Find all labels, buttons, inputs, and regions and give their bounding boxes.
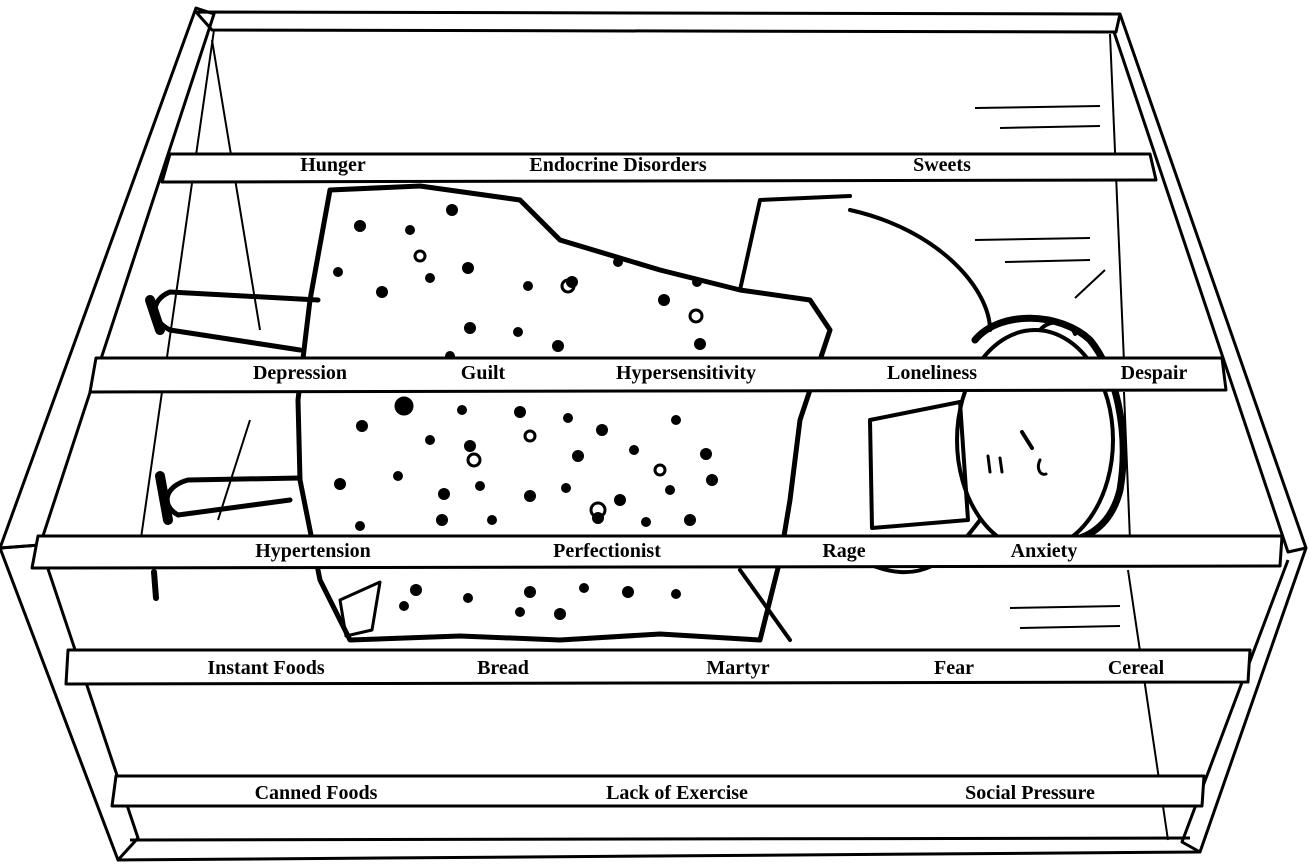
label-bread: Bread <box>477 657 529 679</box>
label-fear: Fear <box>934 657 974 679</box>
crate-frame <box>0 8 1306 860</box>
label-endocrine-disorders: Endocrine Disorders <box>529 154 706 176</box>
label-hypersensitivity: Hypersensitivity <box>616 362 756 384</box>
label-martyr: Martyr <box>706 657 769 679</box>
child-figure <box>150 186 1123 640</box>
slat-labels: Hunger Endocrine Disorders Sweets Depres… <box>207 154 1187 804</box>
label-perfectionist: Perfectionist <box>553 540 661 562</box>
label-cereal: Cereal <box>1108 657 1165 679</box>
label-rage: Rage <box>822 540 865 562</box>
label-hypertension: Hypertension <box>255 540 371 562</box>
label-instant-foods: Instant Foods <box>207 657 324 679</box>
label-loneliness: Loneliness <box>887 362 977 384</box>
label-social-pressure: Social Pressure <box>965 782 1095 804</box>
label-guilt: Guilt <box>461 362 506 384</box>
label-canned-foods: Canned Foods <box>255 782 378 804</box>
label-sweets: Sweets <box>913 154 971 176</box>
label-despair: Despair <box>1121 362 1188 384</box>
label-lack-of-exercise: Lack of Exercise <box>606 782 748 804</box>
label-hunger: Hunger <box>300 154 366 176</box>
label-anxiety: Anxiety <box>1011 540 1078 562</box>
label-depression: Depression <box>253 362 347 384</box>
